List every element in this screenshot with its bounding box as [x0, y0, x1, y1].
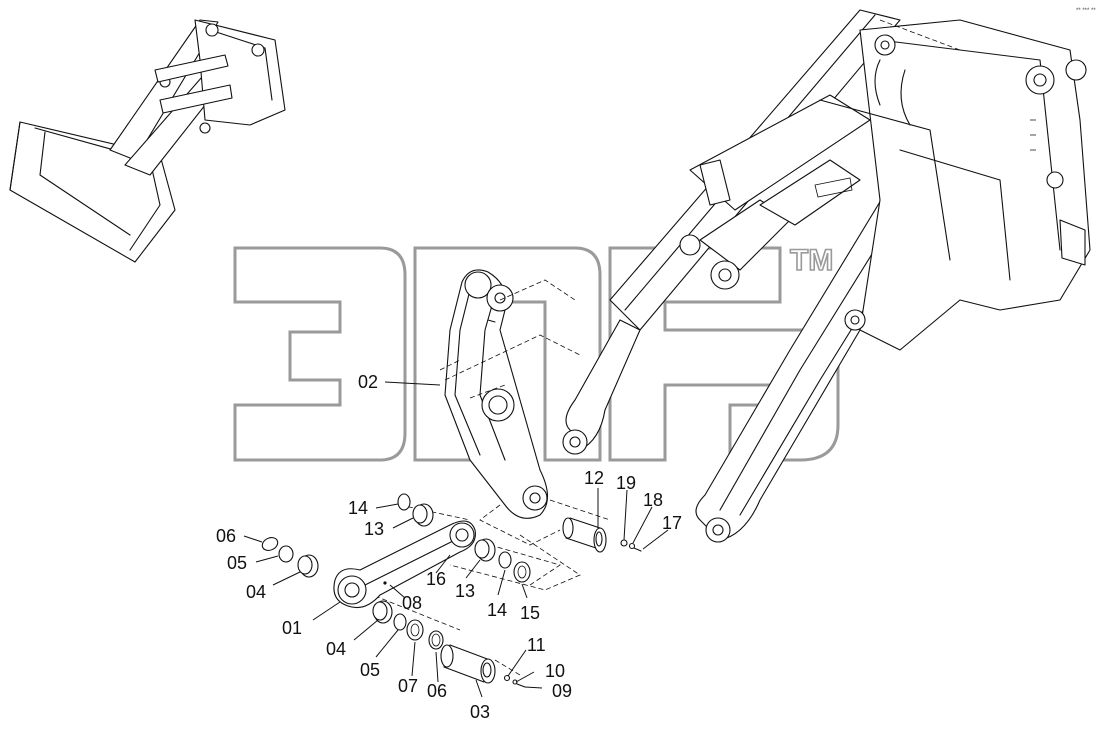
- callout-14: 14: [348, 498, 368, 518]
- callout-03: 03: [470, 702, 490, 722]
- callout-04: 04: [246, 582, 266, 602]
- callout-11: 11: [527, 635, 546, 655]
- loader-frame-boom: [562, 9, 1091, 543]
- callout-02: 02: [358, 372, 378, 392]
- callout-09: 09: [552, 681, 572, 701]
- callout-10: 10: [545, 661, 565, 681]
- leader-lines: [243, 381, 669, 698]
- callout-01: 01: [282, 618, 302, 638]
- part-02-bellcrank: [444, 269, 549, 519]
- callout-12: 12: [584, 468, 604, 488]
- bushings-lower-row: [372, 600, 444, 650]
- callout-05: 05: [360, 660, 380, 680]
- callout-04: 04: [326, 639, 346, 659]
- callout-17: 17: [662, 513, 682, 533]
- callout-07: 07: [398, 676, 418, 696]
- callout-06: 06: [427, 681, 447, 701]
- watermark-trademark: TM: [790, 244, 833, 277]
- corner-note: ** *** **: [1076, 8, 1096, 14]
- loader-overview-thumbnail: [9, 19, 286, 263]
- callout-18: 18: [643, 490, 663, 510]
- callout-15: 15: [520, 603, 540, 623]
- callout-05: 05: [227, 553, 247, 573]
- part-12-pin: [562, 517, 642, 553]
- callout-13: 13: [455, 581, 475, 601]
- callout-16: 16: [426, 569, 446, 589]
- callout-labels: 02 14 13 06 05 04 01 08 16 13 14 15 12 1…: [216, 372, 682, 722]
- callout-19: 19: [616, 473, 636, 493]
- callout-13: 13: [364, 519, 384, 539]
- part-01-link: [333, 520, 476, 609]
- callout-06: 06: [216, 526, 236, 546]
- callout-08: 08: [402, 593, 422, 613]
- callout-14: 14: [487, 600, 507, 620]
- bushings-upper-row: [261, 493, 531, 583]
- part-03-pin: [440, 644, 526, 688]
